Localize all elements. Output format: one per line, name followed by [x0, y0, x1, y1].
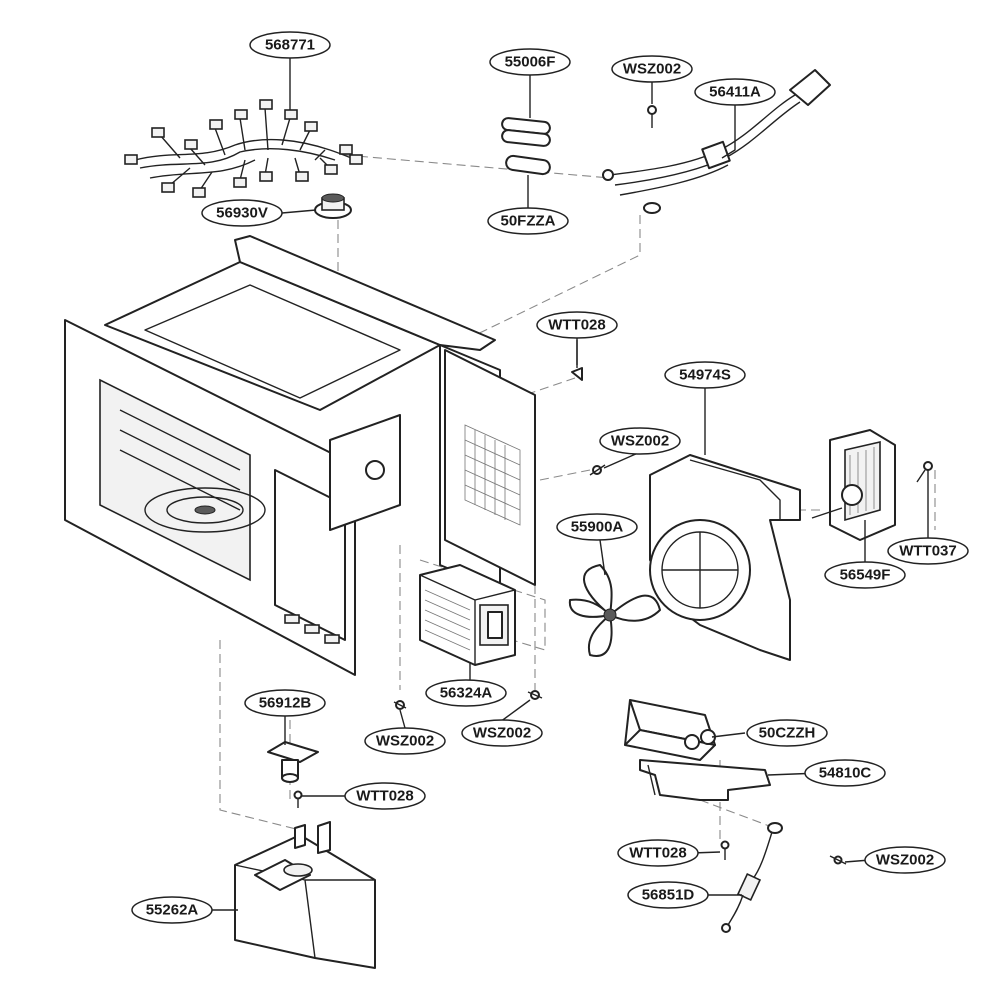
svg-text:WTT037: WTT037: [899, 543, 957, 560]
svg-text:54974S: 54974S: [679, 367, 731, 384]
svg-text:56411A: 56411A: [709, 84, 761, 101]
screw-wtt037: [916, 461, 933, 483]
callout-WTT028-br: WTT028: [617, 839, 699, 867]
screw-top: [647, 105, 657, 128]
svg-text:56912B: 56912B: [259, 695, 312, 712]
svg-text:WSZ002: WSZ002: [473, 725, 531, 742]
callout-56912B: 56912B: [244, 689, 326, 717]
callout-WSZ002-low2: WSZ002: [461, 719, 543, 747]
fan-motor-bracket: [649, 454, 801, 661]
svg-text:WSZ002: WSZ002: [876, 852, 934, 869]
callout-55900A: 55900A: [556, 513, 638, 541]
callout-WSZ002-mid: WSZ002: [599, 427, 681, 455]
callout-568771: 568771: [249, 31, 331, 59]
svg-text:WTT028: WTT028: [356, 788, 414, 805]
svg-text:50FZZA: 50FZZA: [500, 213, 555, 230]
callout-56930V: 56930V: [201, 199, 283, 227]
callout-WTT037: WTT037: [887, 537, 969, 565]
magnetron: [419, 564, 516, 666]
callout-WSZ002-top: WSZ002: [611, 55, 693, 83]
svg-text:56851D: 56851D: [642, 887, 695, 904]
callout-56851D: 56851D: [627, 881, 709, 909]
svg-text:WTT028: WTT028: [548, 317, 606, 334]
svg-text:55900A: 55900A: [571, 519, 624, 536]
callout-55006F: 55006F: [489, 48, 571, 76]
callout-WSZ002-br: WSZ002: [864, 846, 946, 874]
oven-cavity: [64, 235, 536, 676]
lamp-socket: [267, 741, 319, 783]
fan-blade: [568, 564, 661, 657]
thermostat-part: [314, 193, 352, 219]
screw-low: [293, 790, 303, 808]
callout-WSZ002-low1: WSZ002: [364, 727, 446, 755]
svg-text:54810C: 54810C: [819, 765, 872, 782]
svg-text:WTT028: WTT028: [629, 845, 687, 862]
power-cord: [602, 69, 831, 214]
air-guide: [234, 821, 376, 969]
fuse-parts: [501, 117, 551, 176]
svg-text:568771: 568771: [265, 37, 315, 54]
svg-text:50CZZH: 50CZZH: [759, 725, 816, 742]
callout-WTT028-low: WTT028: [344, 782, 426, 810]
svg-text:55006F: 55006F: [505, 54, 556, 71]
svg-text:56549F: 56549F: [840, 567, 891, 584]
fan-motor: [811, 429, 896, 541]
hv-capacitor: [624, 699, 716, 761]
callout-55262A: 55262A: [131, 896, 213, 924]
svg-text:56930V: 56930V: [216, 205, 268, 222]
callout-50CZZH: 50CZZH: [746, 719, 828, 747]
callout-56411A: 56411A: [694, 78, 776, 106]
svg-text:WSZ002: WSZ002: [623, 61, 681, 78]
capacitor-bracket: [639, 759, 771, 801]
wire-harness: [124, 99, 363, 198]
screws-low: [393, 690, 543, 710]
svg-text:WSZ002: WSZ002: [611, 433, 669, 450]
callout-54810C: 54810C: [804, 759, 886, 787]
hv-diode: [721, 822, 783, 933]
callout-50FZZA: 50FZZA: [487, 207, 569, 235]
callout-WTT028-mid: WTT028: [536, 311, 618, 339]
callout-54974S: 54974S: [664, 361, 746, 389]
svg-text:56324A: 56324A: [440, 685, 493, 702]
svg-text:WSZ002: WSZ002: [376, 733, 434, 750]
screw-mid-2: [589, 464, 606, 476]
screws-bottom-right: [720, 840, 847, 865]
callout-56324A: 56324A: [425, 679, 507, 707]
svg-text:55262A: 55262A: [146, 902, 199, 919]
callout-56549F: 56549F: [824, 561, 906, 589]
